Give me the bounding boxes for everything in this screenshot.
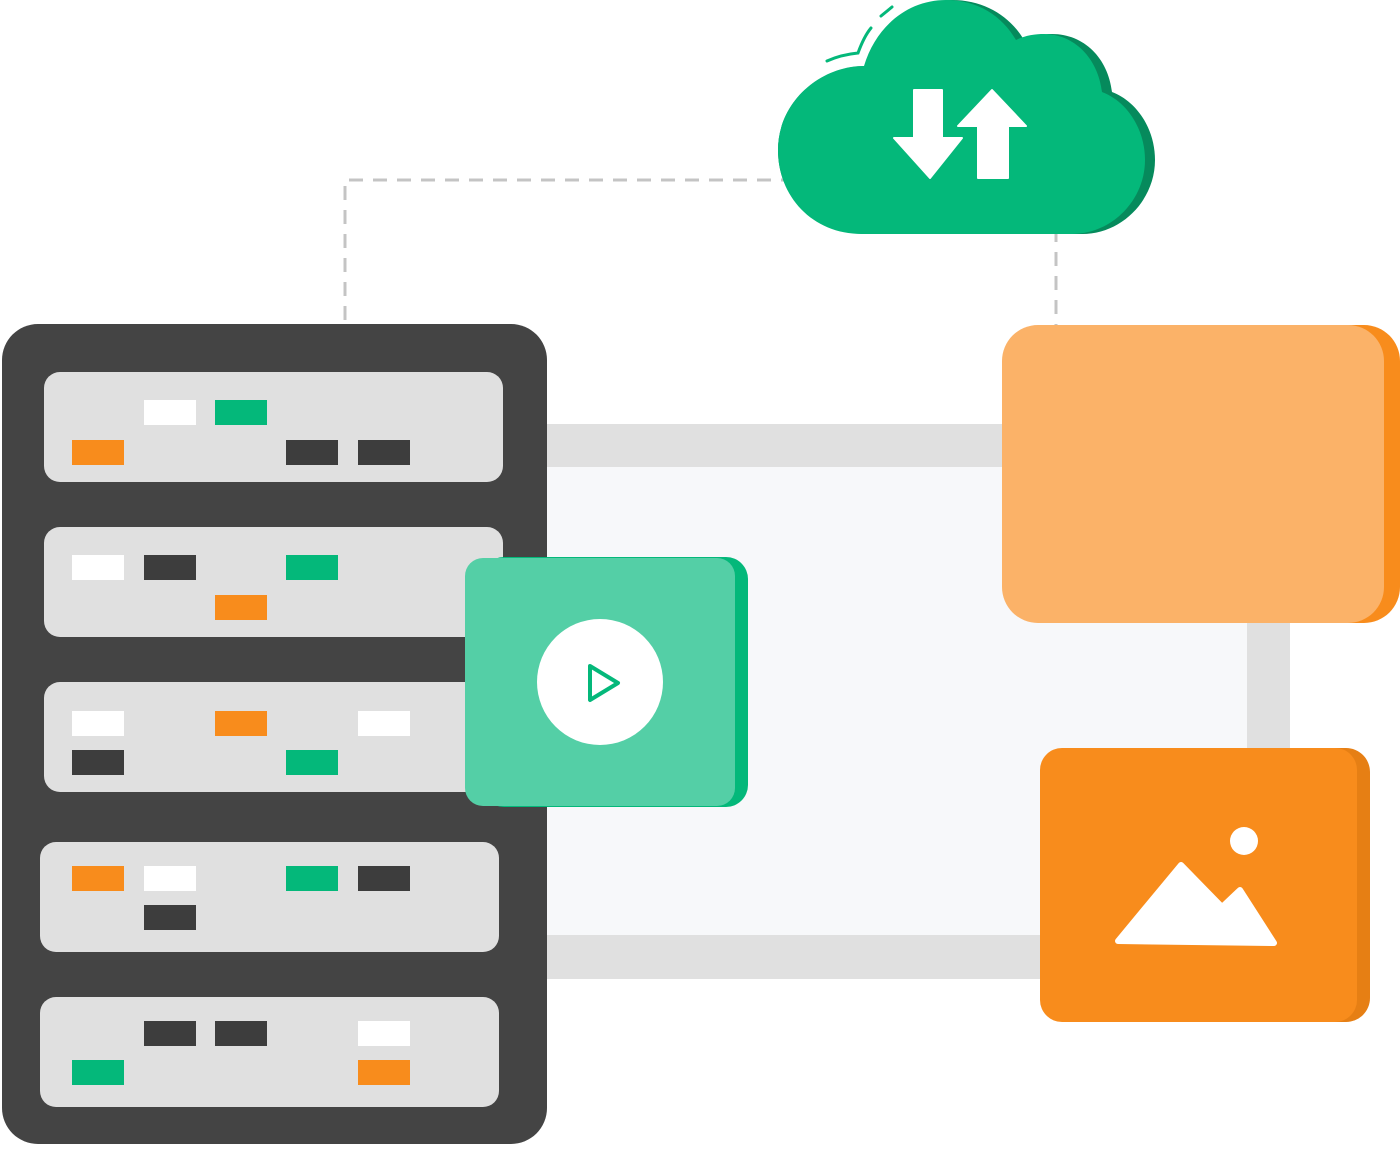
server-rack: [2, 324, 547, 1144]
video-card: [465, 557, 748, 807]
image-landscape-icon: [1115, 827, 1277, 946]
dashed-connector: [343, 178, 1058, 368]
server-slot: [40, 997, 499, 1107]
server-slot: [44, 372, 503, 482]
document-card: [1002, 325, 1400, 623]
server-slot: [44, 682, 503, 792]
cloud-sync-icon: [778, 0, 1155, 234]
play-icon: [588, 664, 620, 702]
image-card: [1040, 748, 1370, 1022]
up-down-arrows-icon: [893, 89, 1027, 179]
server-slot: [40, 842, 499, 952]
server-slot: [44, 527, 503, 637]
